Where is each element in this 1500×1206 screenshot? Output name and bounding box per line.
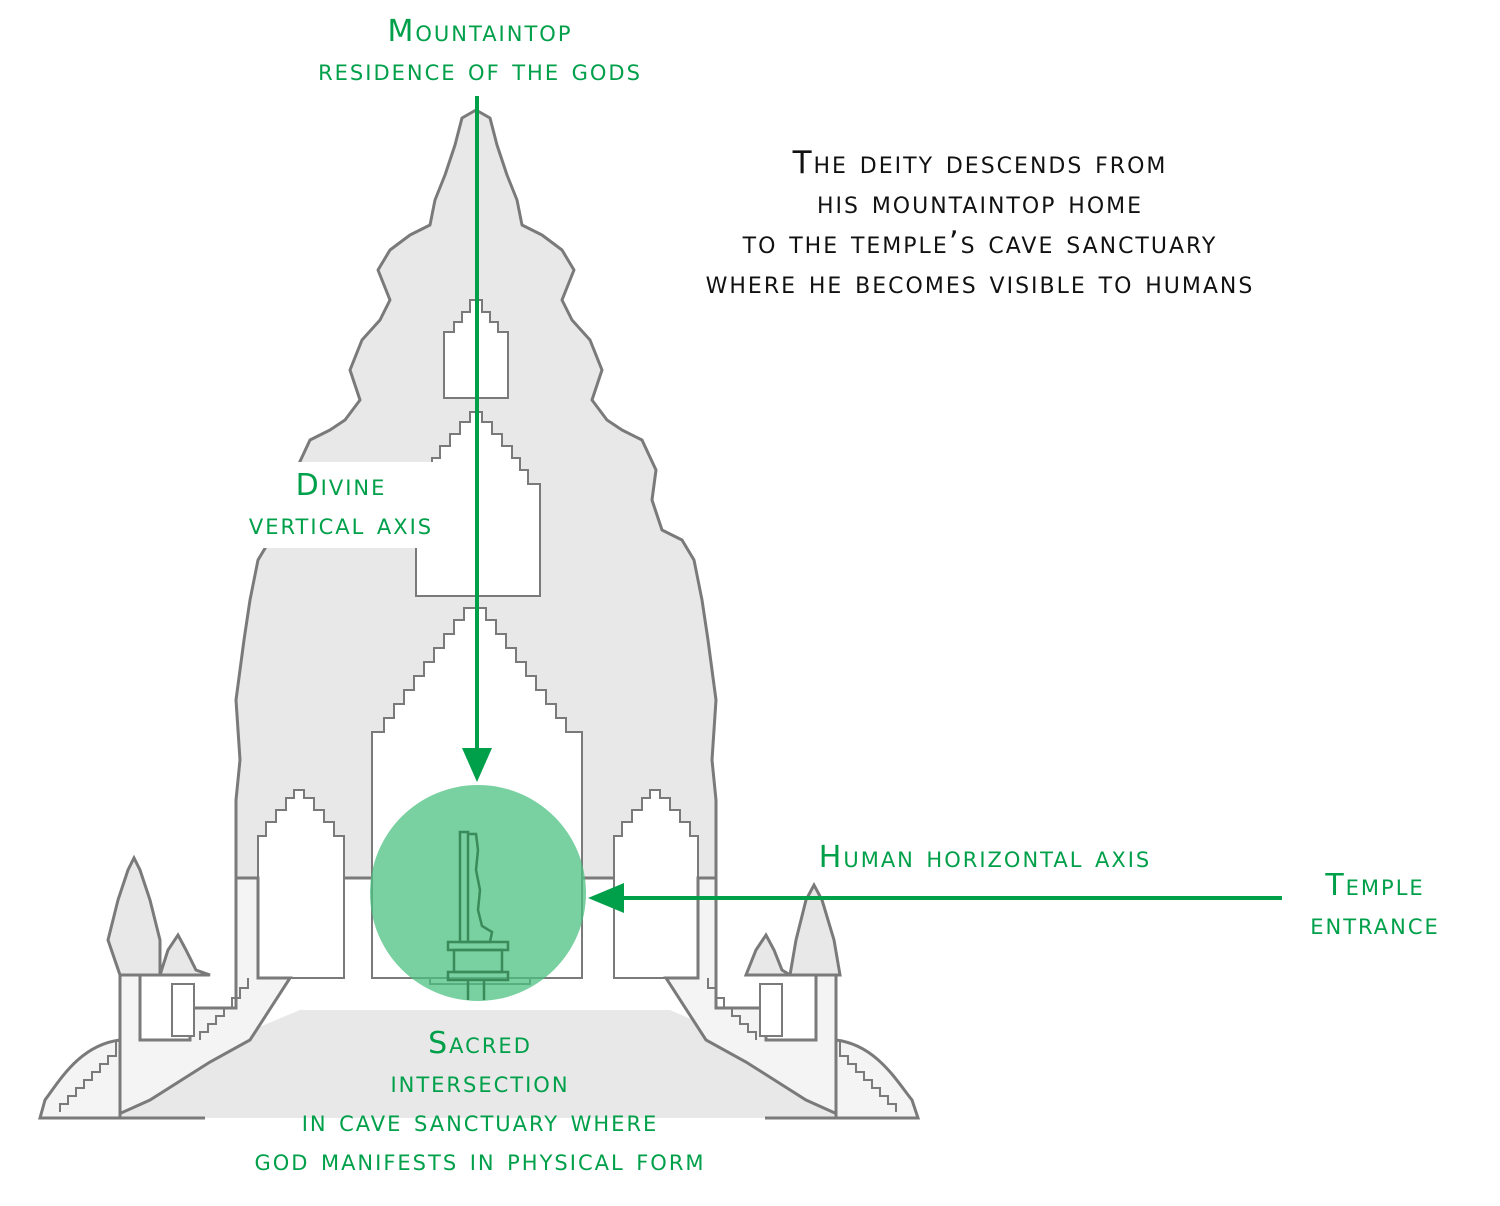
deity-statue-icon <box>446 830 510 1000</box>
arrow-down-icon <box>462 96 492 782</box>
deity-line3: to the temple’s cave sanctuary <box>742 225 1218 261</box>
deity-line2: his mountaintop home <box>816 185 1144 221</box>
mountaintop-line1: Mountaintop <box>387 14 573 49</box>
deity-descends-label: The deity descends from his mountaintop … <box>620 143 1340 303</box>
sacred-line4: god manifests in physical form <box>254 1143 706 1178</box>
divine-axis-line2: vertical axis <box>248 507 434 542</box>
entrance-line1: Temple <box>1325 868 1425 903</box>
mountaintop-line2: residence of the gods <box>318 53 642 88</box>
deity-line1: The deity descends from <box>792 145 1168 181</box>
left-wing <box>38 854 293 1120</box>
arrow-left-icon <box>588 883 1282 913</box>
divine-axis-label: Divine vertical axis <box>220 462 462 548</box>
deity-line4: where he becomes visible to humans <box>705 265 1255 301</box>
stairs <box>59 978 897 1112</box>
right-wing <box>663 876 921 1120</box>
human-axis-label: Human horizontal axis <box>760 838 1210 877</box>
temple-entrance-label: Temple entrance <box>1280 866 1470 944</box>
sacred-intersection-label: Sacred intersection in cave sanctuary wh… <box>180 1024 780 1180</box>
intersection-circle-icon <box>370 785 586 1001</box>
sacred-line1: Sacred <box>428 1026 532 1061</box>
entrance-line2: entrance <box>1310 907 1440 942</box>
sacred-line3: in cave sanctuary where <box>301 1104 659 1139</box>
divine-axis-line1: Divine <box>295 468 387 503</box>
human-axis-line1: Human horizontal axis <box>818 840 1152 875</box>
sacred-line2: intersection <box>390 1065 570 1100</box>
mountaintop-label: Mountaintop residence of the gods <box>260 12 700 90</box>
